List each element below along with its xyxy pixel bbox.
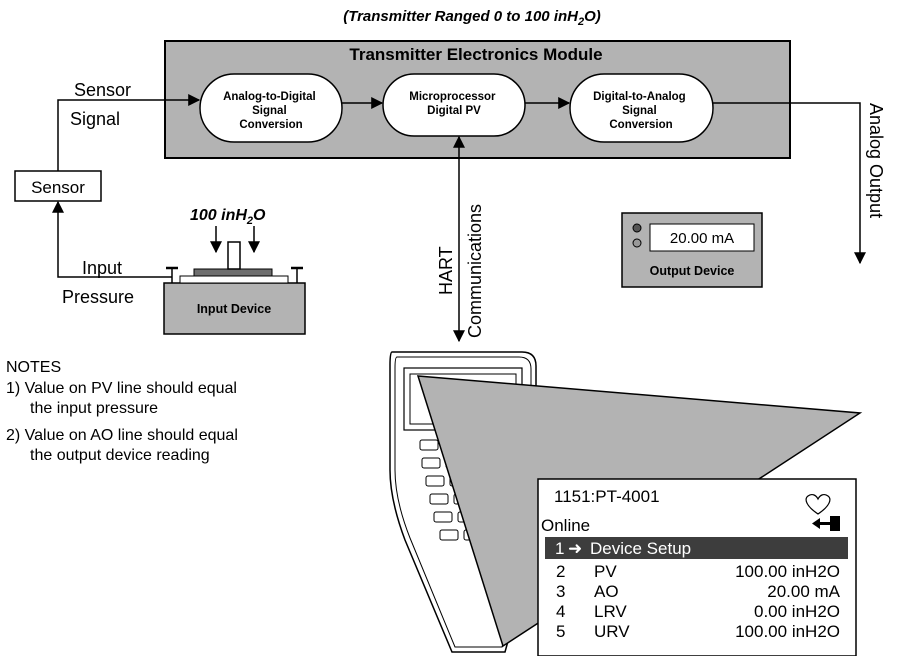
row-1-name: Device Setup (590, 539, 691, 558)
row-3-value: 20.00 mA (767, 582, 840, 601)
row-2-name: PV (594, 562, 617, 581)
micro-line-1: Microprocessor (409, 91, 496, 103)
menu-row-device-setup[interactable]: 1 ➜ Device Setup (555, 539, 691, 558)
svg-text:Microprocessor Digital P: Microprocessor Digital PV (409, 91, 498, 117)
notes: NOTES 1) Value on PV line should equal t… (6, 359, 238, 464)
notes-title: NOTES (6, 359, 61, 376)
row-arrow-icon: ➜ (568, 539, 582, 558)
row-4-name: LRV (594, 602, 627, 621)
input-device-label: Input Device (197, 302, 271, 316)
row-3-number: 3 (556, 582, 565, 601)
note-2-line-1: 2) Value on AO line should equal (6, 427, 238, 444)
menu-row-pv[interactable]: 2 PV 100.00 inH2O (556, 562, 840, 581)
row-5-name: URV (594, 622, 630, 641)
row-3-name: AO (594, 582, 619, 601)
dac-line-1: Digital-to-Analog (593, 91, 686, 103)
note-1-line-2: the input pressure (30, 400, 158, 417)
analog-output-label: Analog Output (866, 103, 886, 218)
communications-label: Communications (465, 204, 485, 338)
sensor-box (14, 170, 102, 202)
heart-icon (805, 493, 831, 515)
svg-text:Digital-to-Analog Signal: Digital-to-Analog Signal Conversion (593, 91, 689, 131)
back-arrow-icon[interactable] (812, 516, 840, 531)
menu-row-urv[interactable]: 5 URV 100.00 inH2O (556, 622, 840, 641)
svg-text:Analog-to-Digital Signal: Analog-to-Digital Signal Conversion (223, 91, 319, 131)
applied-pressure-label: 100 inH2O (190, 207, 266, 227)
note-2-line-2: the output device reading (30, 447, 210, 464)
online-status: Online (541, 516, 590, 535)
dac-line-3: Conversion (609, 119, 672, 131)
output-device: 20.00 mA Output Device (621, 212, 763, 288)
input-pressure-label-2: Pressure (62, 287, 134, 307)
row-5-value: 100.00 inH2O (735, 622, 840, 641)
sensor-label: Sensor (31, 178, 85, 197)
sensor-signal-label-1: Sensor (74, 80, 131, 100)
output-led-1 (632, 223, 642, 233)
row-4-value: 0.00 inH2O (754, 602, 840, 621)
row-2-number: 2 (556, 562, 565, 581)
sensor-signal-label-2: Signal (70, 109, 120, 129)
adc-block (199, 73, 343, 143)
device-tag: 1151:PT-4001 (554, 487, 660, 506)
output-led-2 (632, 238, 642, 248)
input-pressure-label-1: Input (82, 258, 122, 278)
adc-line-2: Signal (252, 105, 287, 117)
selected-row-highlight (545, 537, 848, 559)
sensor-signal-line (57, 94, 201, 171)
row-4-number: 4 (556, 602, 565, 621)
menu-row-lrv[interactable]: 4 LRV 0.00 inH2O (556, 602, 840, 621)
transmitter-electronics-module: Transmitter Electronics Module Analog-to… (164, 40, 791, 159)
communicator-screen: 1151:PT-4001 Online 1 ➜ Device Setup 2 P… (537, 478, 857, 656)
micro-line-2: Digital PV (427, 105, 481, 117)
adc-line-1: Analog-to-Digital (223, 91, 316, 103)
note-1-line-1: 1) Value on PV line should equal (6, 380, 237, 397)
row-1-number: 1 (555, 539, 564, 558)
adc-line-3: Conversion (239, 119, 302, 131)
transmitter-range-caption: (Transmitter Ranged 0 to 100 inH2O) (343, 8, 601, 28)
output-device-reading: 20.00 mA (670, 230, 734, 247)
row-5-number: 5 (556, 622, 565, 641)
row-2-value: 100.00 inH2O (735, 562, 840, 581)
analog-output-line (713, 102, 866, 265)
input-device: Input Device 100 inH2O (163, 207, 306, 335)
module-title: Transmitter Electronics Module (349, 45, 602, 64)
input-pressure-line (52, 200, 172, 278)
dac-line-2: Signal (622, 105, 657, 117)
menu-row-ao[interactable]: 3 AO 20.00 mA (556, 582, 841, 601)
output-device-label: Output Device (650, 264, 735, 278)
hart-label: HART (436, 246, 456, 295)
